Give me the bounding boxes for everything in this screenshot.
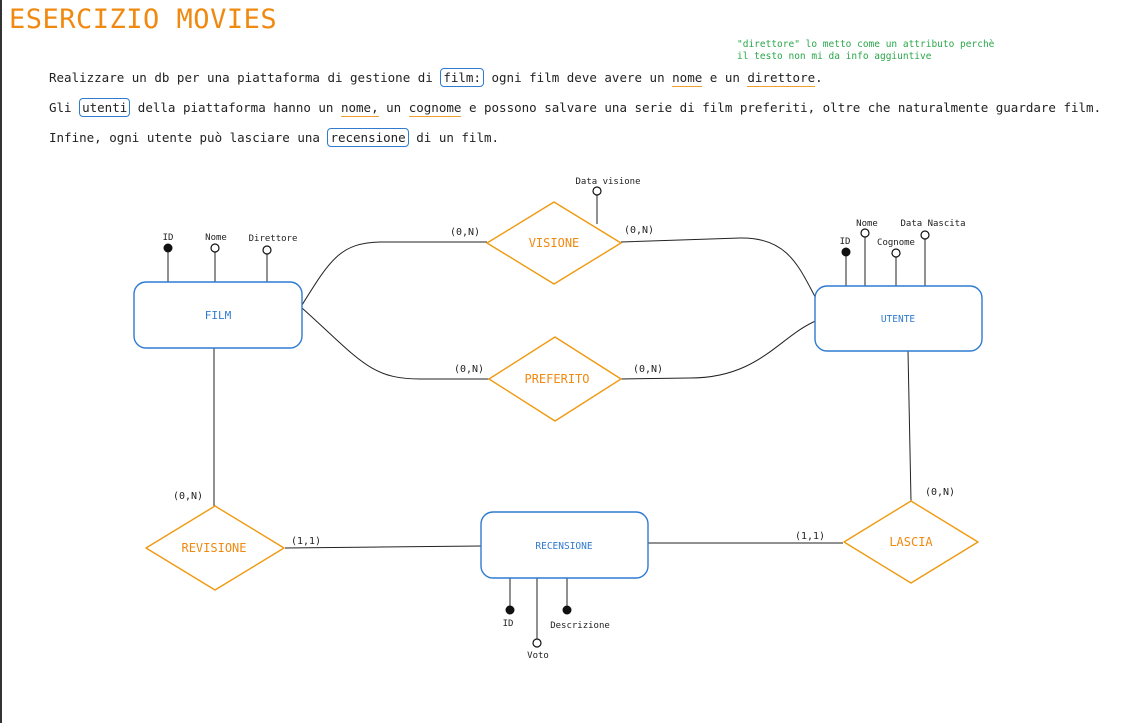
card-recensione-revisione: (1,1)	[291, 536, 321, 547]
paragraph-3: Infine, ogni utente può lasciare una rec…	[49, 128, 500, 147]
edge-revisione-recensione	[284, 545, 482, 549]
card-film-preferito: (0,N)	[454, 364, 484, 375]
card-film-revisione: (0,N)	[173, 491, 203, 502]
entity-utente-label: UTENTE	[881, 314, 916, 325]
entity-recensione-box[interactable]	[480, 511, 649, 579]
edge-visione-utente	[620, 237, 819, 303]
film-nome-attribute-marker	[210, 243, 220, 253]
p2-text-mid1: della piattaforma hanno un	[130, 100, 341, 115]
film-id-key-marker	[163, 243, 173, 253]
recensione-attr-voto: Voto	[527, 651, 549, 661]
utente-data-nascita-attribute-marker	[920, 230, 930, 240]
edge-preferito-utente	[619, 319, 819, 380]
film-attr-id: ID	[163, 233, 174, 243]
film-direttore-attribute-marker	[262, 245, 272, 255]
entity-utente-box[interactable]	[814, 285, 983, 352]
card-utente-preferito: (0,N)	[633, 364, 663, 375]
recensione-descrizione-key-marker	[562, 605, 572, 615]
relationship-revisione-diamond[interactable]	[145, 505, 285, 591]
window-left-edge	[0, 0, 2, 723]
p1-film-highlight: film:	[440, 68, 484, 87]
p1-text-mid2: e un	[702, 70, 748, 85]
paragraph-1: Realizzare un db per una piattaforma di …	[49, 68, 823, 87]
visione-data-attribute-marker	[592, 186, 602, 196]
p3-text-before: Infine, ogni utente può lasciare una	[49, 130, 328, 145]
film-attr-nome: Nome	[205, 233, 227, 243]
film-attr-direttore: Direttore	[249, 234, 298, 244]
p1-nome-underline: nome	[672, 70, 703, 87]
p3-recensione-highlight: recensione	[327, 128, 409, 147]
p1-direttore-underline: direttore	[747, 70, 816, 87]
recensione-id-key-marker	[505, 605, 515, 615]
p1-text-before: Realizzare un db per una piattaforma di …	[49, 70, 441, 85]
recensione-attr-descrizione: Descrizione	[550, 621, 610, 631]
card-utente-lascia: (0,N)	[925, 487, 955, 498]
p2-utenti-highlight: utenti	[79, 98, 131, 117]
card-film-visione: (0,N)	[450, 227, 480, 238]
card-utente-visione: (0,N)	[624, 225, 654, 236]
p2-text-mid2: un	[378, 100, 409, 115]
page-title: ESERCIZIO MOVIES	[9, 4, 278, 35]
utente-id-key-marker	[841, 247, 851, 257]
relationship-lascia-label: LASCIA	[889, 535, 933, 549]
relationship-visione-label: VISIONE	[529, 236, 580, 250]
visione-attr-data: Data visione	[575, 177, 640, 187]
relationship-lascia-diamond[interactable]	[843, 500, 979, 584]
edge-film-preferito	[301, 307, 489, 380]
p2-text-end: e possono salvare una serie di film pref…	[461, 100, 1102, 115]
utente-nome-attribute-marker	[860, 228, 870, 238]
p3-text-end: di un film.	[408, 130, 500, 145]
recensione-voto-attribute-marker	[532, 638, 542, 648]
note-line-1: "direttore" lo metto come un attributo p…	[737, 39, 995, 50]
relationship-revisione-label: REVISIONE	[181, 541, 246, 555]
utente-attr-nome: Nome	[856, 219, 878, 229]
p1-text-mid1: ogni film deve avere un	[483, 70, 673, 85]
note-line-2: il testo non mi da info aggiuntive	[737, 51, 932, 62]
utente-cognome-attribute-marker	[891, 248, 901, 258]
p2-cognome-underline: cognome	[408, 100, 462, 117]
paragraph-2: Gli utenti della piattaforma hanno un no…	[49, 98, 1102, 117]
utente-attr-cognome: Cognome	[877, 238, 915, 248]
recensione-attr-id: ID	[503, 619, 514, 629]
p1-text-end: .	[815, 70, 823, 85]
p2-text-before: Gli	[49, 100, 80, 115]
edge-film-visione	[301, 241, 487, 306]
p2-nome-underline: nome,	[340, 100, 379, 117]
entity-recensione-label: RECENSIONE	[535, 541, 592, 552]
edge-utente-lascia	[907, 350, 912, 502]
annotation-note: "direttore" lo metto come un attributo p…	[737, 39, 1037, 63]
utente-attr-data-nascita: Data Nascita	[900, 219, 965, 229]
relationship-preferito-diamond[interactable]	[488, 336, 622, 422]
entity-film-label: FILM	[205, 309, 232, 322]
utente-attr-id: ID	[840, 237, 851, 247]
relationship-visione-diamond[interactable]	[486, 201, 622, 285]
relationship-preferito-label: PREFERITO	[524, 372, 589, 386]
entity-film-box[interactable]	[133, 281, 303, 349]
card-recensione-lascia: (1,1)	[795, 531, 825, 542]
